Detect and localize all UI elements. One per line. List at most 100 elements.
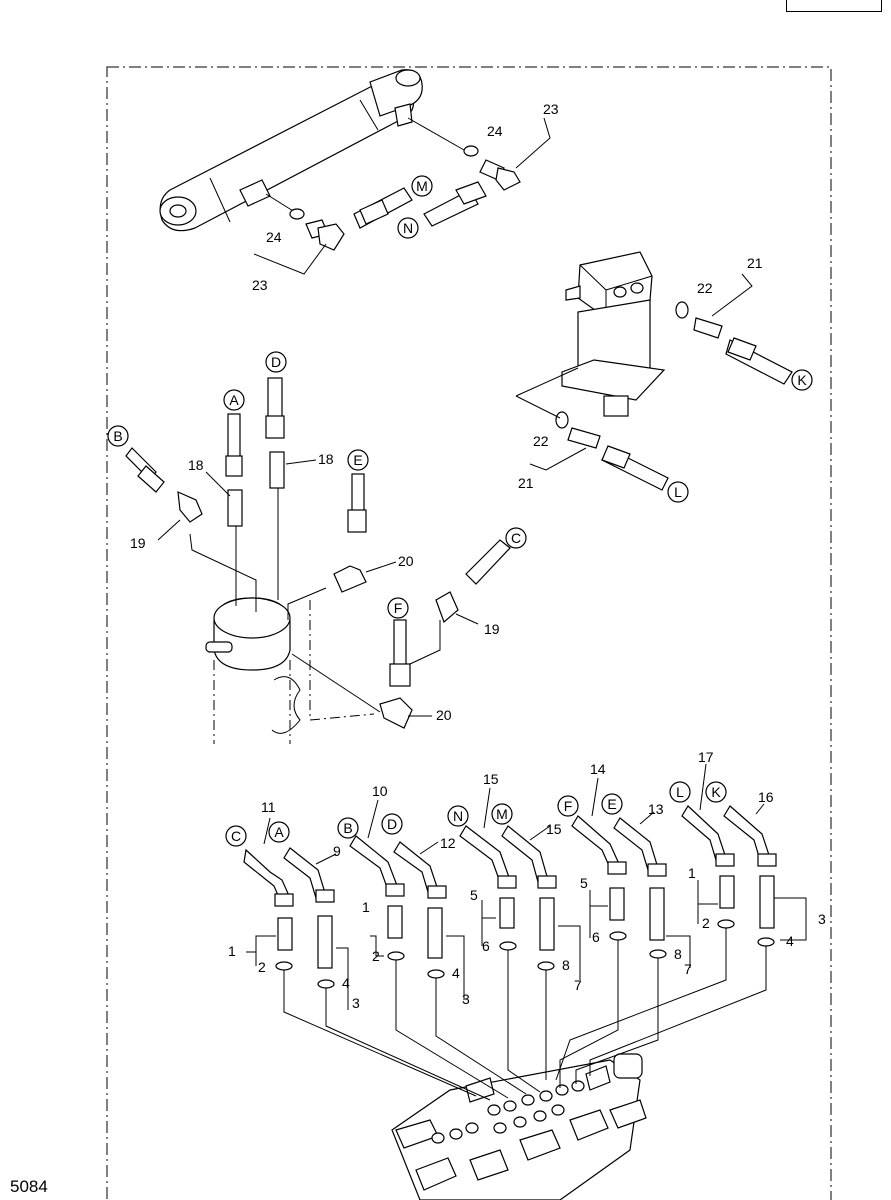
letter-label-a-valve: A [274,824,284,840]
letter-label-a: A [229,392,239,408]
letter-label-l-valve: L [676,784,684,800]
callout-valve-11: 11 [261,799,276,815]
hose-end-m [353,187,413,229]
callout-valve-2a: 2 [258,959,266,975]
adapter-21-upper [693,317,723,339]
elbow-19-left [177,491,203,523]
hose-end-k [725,337,793,385]
routing-lines [283,928,767,1101]
callout-valve-14: 14 [590,761,606,777]
elbow-20-lower [379,697,413,729]
callout-valve-9: 9 [333,843,341,859]
callout-block-19-right: 19 [484,621,500,637]
o-ring-22-lower [555,411,569,429]
letter-label-m-valve: M [496,806,508,822]
callout-valve-3c: 3 [818,911,826,927]
letter-label-l: L [674,484,682,500]
letter-label-m: M [416,178,428,194]
letter-label-k-valve: K [711,784,721,800]
letter-label-n-valve: N [453,808,463,824]
callout-valve-1a: 1 [228,943,236,959]
letter-label-e-valve: E [607,796,616,812]
callout-valve-15a: 15 [483,771,499,787]
callout-valve-8a: 8 [562,957,570,973]
page-number-box [786,0,882,12]
swivel-joint [561,251,666,417]
callout-valve-4b: 4 [452,965,460,981]
callout-valve-4c: 4 [786,933,794,949]
callout-valve-8b: 8 [674,946,682,962]
callout-block-20-lower: 20 [436,707,452,723]
adapter-21-lower [567,427,601,449]
valve-o-rings [275,919,775,989]
hose-end-l [601,445,669,491]
letter-label-d: D [271,354,281,370]
connector-18-right [269,451,285,489]
callout-valve-12: 12 [440,835,456,851]
callout-valve-7a: 7 [574,977,582,993]
callout-block-20-upper: 20 [398,553,414,569]
letter-label-c-valve: C [231,828,241,844]
callout-block-19-left: 19 [130,535,146,551]
hose-letter-labels: M N K L A D B E C F C A B D N M F E L [107,175,813,847]
letter-label-k: K [797,372,807,388]
callout-cylinder-24-top: 24 [487,123,503,139]
callout-valve-3a: 3 [352,995,360,1011]
callout-labels: 23 24 24 23 21 22 22 21 18 18 19 20 19 2… [130,101,826,1011]
callout-valve-1b: 1 [362,899,370,915]
callout-valve-7b: 7 [684,961,692,977]
hose-end-n [423,181,487,227]
callout-valve-10: 10 [372,783,388,799]
hose-end-d [265,377,285,439]
valve-adapters [277,875,775,969]
o-ring-24-lower [289,208,305,220]
callout-block-18-right: 18 [318,451,334,467]
figure-code: 5084 [10,1177,48,1196]
callout-valve-2c: 2 [702,915,710,931]
hose-end-f [389,619,411,687]
elbow-20-upper [333,565,367,593]
o-ring-22-upper [675,301,689,319]
diagram-frame [106,66,832,1200]
o-ring-24-upper [463,145,479,157]
callout-valve-16: 16 [758,789,774,805]
valve-ports [431,1080,585,1144]
letter-label-b-valve: B [343,820,352,836]
callout-valve-6a: 6 [482,938,490,954]
hose-nuts [274,853,777,907]
callout-valve-6b: 6 [592,929,600,945]
callout-block-18-left: 18 [188,457,204,473]
letter-label-n: N [403,220,413,236]
connector-18-left [227,489,243,527]
elbow-fitting-23-upper [479,159,521,191]
letter-label-f-valve: F [564,798,573,814]
hydraulic-cylinder [159,69,465,232]
letter-label-d-valve: D [387,816,397,832]
callout-cylinder-23-bottom: 23 [252,277,268,293]
callout-valve-1c: 1 [688,865,696,881]
callout-swivel-22-top: 22 [697,280,713,296]
hose-end-a [225,413,243,477]
callout-swivel-22-bottom: 22 [533,433,549,449]
callout-swivel-21-bottom: 21 [518,475,534,491]
callout-valve-3b: 3 [462,991,470,1007]
callout-swivel-21-top: 21 [747,255,763,271]
callout-valve-15b: 15 [546,821,562,837]
callout-valve-5b: 5 [580,875,588,891]
callout-cylinder-23-top: 23 [543,101,559,117]
elbow-19-right [435,591,459,624]
callout-valve-2b: 2 [372,948,380,964]
callout-valve-4a: 4 [342,975,350,991]
letter-label-c: C [511,530,521,546]
callout-valve-17: 17 [698,749,714,765]
callout-cylinder-24-bottom: 24 [266,229,282,245]
letter-label-b: B [113,428,122,444]
hose-end-e [347,473,367,533]
hose-end-b [125,447,165,493]
callout-valve-5a: 5 [470,887,478,903]
elbow-fitting-23-lower [305,219,345,251]
hose-end-c [465,539,511,585]
callout-valve-13: 13 [648,801,664,817]
letter-label-f: F [394,600,403,616]
